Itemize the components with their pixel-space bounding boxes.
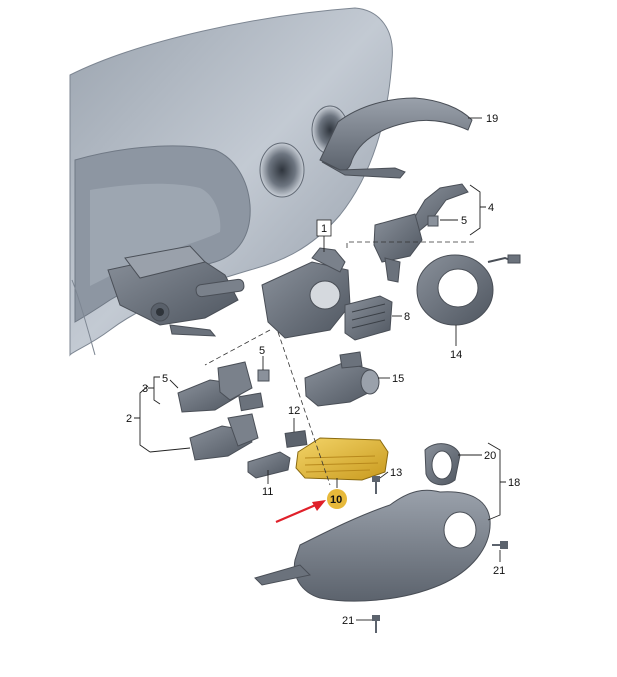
part-5-small-clip <box>427 215 439 227</box>
callout-labels: 19 1 4 5 8 14 15 5 5 3 2 12 11 13 10 20 … <box>126 113 520 627</box>
part-20-trim-ring <box>424 443 461 486</box>
callout-2: 2 <box>126 413 132 425</box>
part-13-screw <box>372 476 380 494</box>
callout-1: 1 <box>321 223 327 235</box>
callout-21-right: 21 <box>493 565 505 577</box>
callout-3: 3 <box>142 383 148 395</box>
callout-8: 8 <box>404 311 410 323</box>
part-3-switch <box>177 361 264 413</box>
part-15-lock-housing <box>304 351 380 407</box>
callout-5-middle: 5 <box>259 345 265 357</box>
callout-10-badge <box>327 489 347 509</box>
dashed-guides <box>204 241 475 486</box>
callout-13: 13 <box>390 467 402 479</box>
leader-lines <box>134 117 506 621</box>
air-vent-icon <box>259 142 305 198</box>
part-4-switch-lever <box>373 183 469 283</box>
callout-15: 15 <box>392 373 404 385</box>
part-10-control-unit <box>295 437 389 481</box>
callout-12: 12 <box>288 405 300 417</box>
callout-5-upper: 5 <box>461 215 467 227</box>
part-18-lower-trim <box>254 489 491 602</box>
callout-10: 10 <box>330 494 342 506</box>
callout-18: 18 <box>508 477 520 489</box>
callout-14: 14 <box>450 349 462 361</box>
callout-4: 4 <box>488 202 494 214</box>
part-1-switch-module <box>261 247 351 339</box>
callout-21-bottom: 21 <box>342 615 354 627</box>
callout-20: 20 <box>484 450 496 462</box>
red-arrow-icon <box>275 500 326 524</box>
part-14-clock-spring <box>416 254 521 326</box>
callout-1-box <box>316 219 332 237</box>
steering-column <box>107 245 245 337</box>
part-2-switch <box>189 413 259 461</box>
part-12-small-module <box>284 430 308 448</box>
part-19-upper-trim <box>319 97 473 179</box>
part-8-connector-block <box>344 295 393 341</box>
callout-5-left: 5 <box>162 373 168 385</box>
part-21-screw <box>492 541 508 549</box>
callout-11: 11 <box>262 486 273 498</box>
callout-19: 19 <box>486 113 498 125</box>
part-11-small-module <box>247 451 291 479</box>
part-21-screw <box>372 615 380 633</box>
part-5-small-clip <box>257 369 270 382</box>
